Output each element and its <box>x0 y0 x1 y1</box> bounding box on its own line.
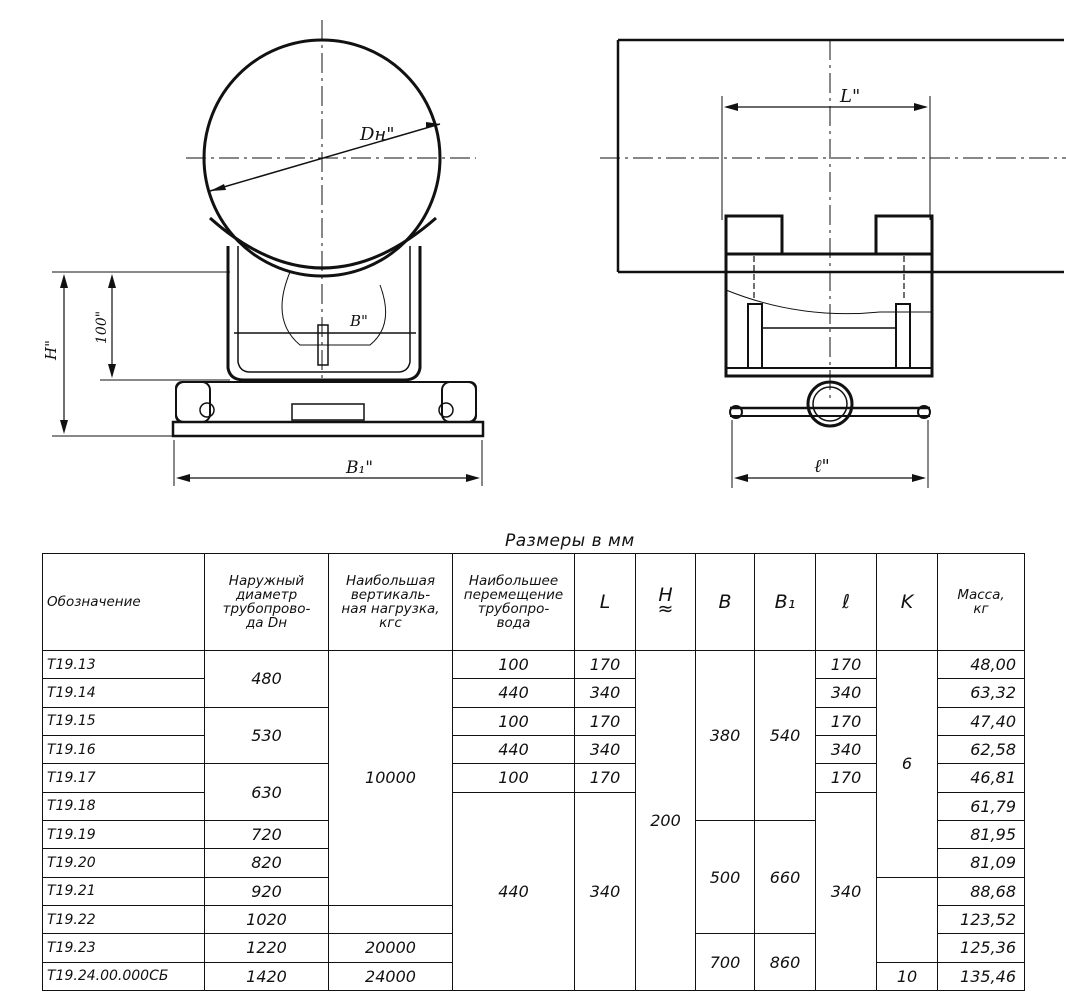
label-h: H" <box>42 340 60 361</box>
table-row-code: T19.13 <box>42 649 205 680</box>
cell-H: 200 <box>635 650 696 991</box>
cell-displacement: 100 <box>452 649 575 680</box>
table-row-code: T19.22 <box>42 904 205 935</box>
cell-mass: 125,36 <box>937 933 1025 963</box>
header-l: L <box>574 553 636 651</box>
table-row-code: T19.21 <box>42 876 205 906</box>
cell-l: 340 <box>815 678 877 708</box>
label-b: B" <box>349 312 368 330</box>
cell-l: 170 <box>815 763 877 793</box>
table-row-code: T19.20 <box>42 848 205 878</box>
cell-mass: 47,40 <box>937 706 1025 736</box>
cell-mass: 88,68 <box>937 876 1025 906</box>
diameter-leader <box>209 123 441 192</box>
cell-L: 340 <box>574 678 636 708</box>
cell-diameter: 1220 <box>204 933 329 963</box>
cell-l: 170 <box>815 649 877 680</box>
cell-diameter: 530 <box>204 706 329 765</box>
table-row-code: T19.18 <box>42 791 205 821</box>
header-b: B <box>695 553 755 651</box>
header-h: H≈ <box>635 553 696 651</box>
cell-L: 170 <box>574 649 636 680</box>
label-l-lower: ℓ" <box>814 456 830 477</box>
cell-K-empty <box>876 876 938 963</box>
cell-B1: 540 <box>754 650 816 821</box>
cell-load: 20000 <box>328 933 453 963</box>
label-l-upper: L" <box>839 86 860 107</box>
cell-load: 10000 <box>328 650 453 906</box>
cell-mass: 135,46 <box>937 961 1025 992</box>
cell-l: 340 <box>815 791 877 992</box>
cell-K: 10 <box>876 961 938 992</box>
cell-L: 170 <box>574 706 636 736</box>
cell-diameter: 1420 <box>204 961 329 992</box>
pipe-side-view <box>616 38 1064 274</box>
table-row-code: T19.17 <box>42 763 205 793</box>
label-b1: B₁" <box>345 458 373 478</box>
cell-diameter: 720 <box>204 819 329 850</box>
header-l-small: ℓ <box>815 553 877 651</box>
cell-mass: 63,32 <box>937 678 1025 708</box>
cell-l: 340 <box>815 734 877 765</box>
table-row-code: T19.19 <box>42 819 205 850</box>
cell-displacement: 100 <box>452 706 575 736</box>
cell-displacement: 440 <box>452 734 575 765</box>
header-b1: B₁ <box>754 553 816 651</box>
cell-mass: 46,81 <box>937 763 1025 793</box>
cell-L: 170 <box>574 763 636 793</box>
table-row-code: T19.14 <box>42 678 205 708</box>
cell-diameter: 630 <box>204 763 329 821</box>
header-k: K <box>876 553 938 651</box>
sizes-caption: Размеры в мм <box>505 531 635 551</box>
cell-mass: 48,00 <box>937 649 1025 680</box>
cell-B1: 660 <box>754 819 816 935</box>
cell-mass: 81,95 <box>937 819 1025 850</box>
table-row-code: T19.24.00.000СБ <box>42 961 205 992</box>
cell-load-empty <box>328 904 453 935</box>
table-row-code: T19.23 <box>42 933 205 963</box>
cell-load: 24000 <box>328 961 453 992</box>
cell-mass: 123,52 <box>937 904 1025 935</box>
cell-B1: 860 <box>754 933 816 991</box>
table-row-code: T19.16 <box>42 734 205 765</box>
cell-l: 170 <box>815 706 877 736</box>
cell-mass: 81,09 <box>937 848 1025 878</box>
cell-L: 340 <box>574 791 636 992</box>
cell-mass: 62,58 <box>937 734 1025 765</box>
cell-displacement: 100 <box>452 763 575 793</box>
cell-B: 500 <box>695 819 755 935</box>
cell-K: 6 <box>876 650 938 878</box>
cell-diameter: 820 <box>204 848 329 878</box>
label-dn: Dн" <box>359 124 395 145</box>
cell-diameter: 920 <box>204 876 329 906</box>
table-row-code: T19.15 <box>42 706 205 736</box>
cell-B: 700 <box>695 933 755 991</box>
label-h100: 100" <box>94 311 110 344</box>
saddle-cradle <box>209 216 437 270</box>
cell-displacement: 440 <box>452 791 575 992</box>
cell-displacement: 440 <box>452 678 575 708</box>
header-designation: Обозначение <box>42 553 205 651</box>
cell-diameter: 1020 <box>204 904 329 935</box>
cell-diameter: 480 <box>204 650 329 708</box>
cell-B: 380 <box>695 650 755 821</box>
cell-mass: 61,79 <box>937 791 1025 821</box>
header-mass: Масса,кг <box>937 553 1025 651</box>
technical-drawing: Dн" B" H" 100" B₁" L" ℓ" <box>42 20 1066 488</box>
cell-L: 340 <box>574 734 636 765</box>
